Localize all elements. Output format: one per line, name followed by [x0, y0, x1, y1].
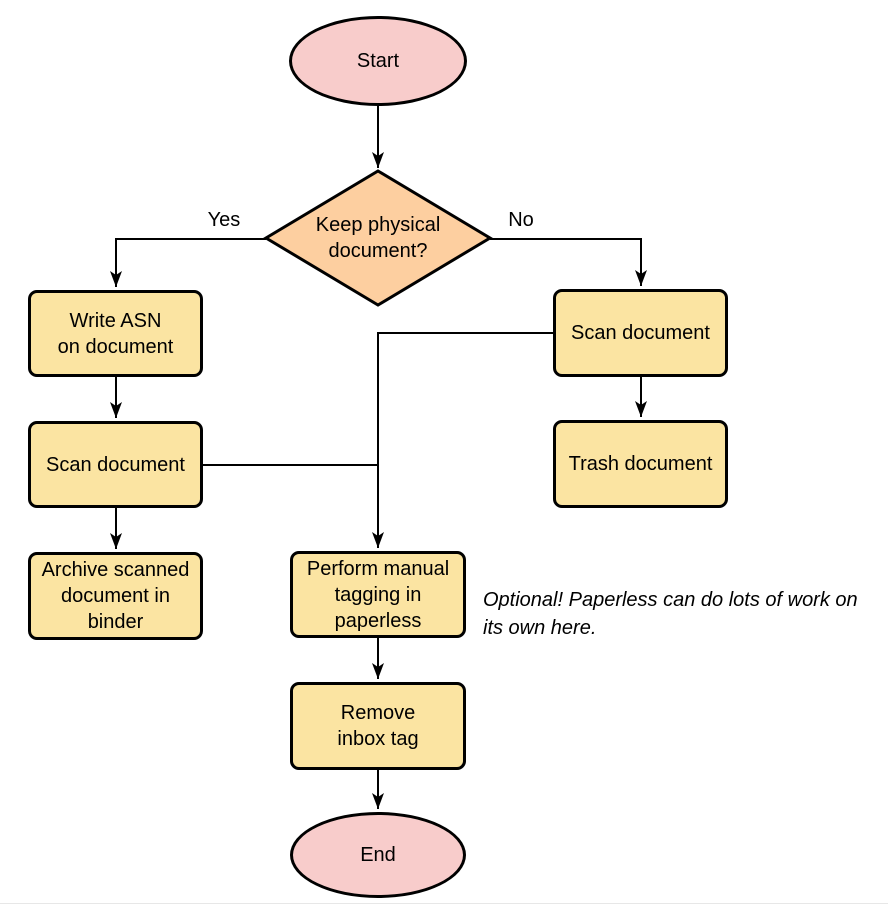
edge-label-yes: Yes [207, 209, 241, 231]
node-trash-document-label: Trash document [568, 453, 713, 475]
node-trash-document: Trash document [553, 420, 728, 508]
node-decision-label: Keep physical document? [315, 214, 441, 262]
node-write-asn-label: Write ASN on document [57, 309, 174, 358]
node-archive-scanned-label: Archive scanned document in binder [41, 559, 190, 633]
node-scan-document-right-label: Scan document [571, 322, 710, 344]
node-manual-tagging: Perform manual tagging in paperless [290, 551, 466, 638]
node-end: End [290, 812, 466, 898]
edge-decision-yes-to-write-asn [110, 238, 266, 287]
page-divider [0, 903, 888, 904]
node-end-label: End [360, 844, 396, 866]
edge-decision-no-to-scan-right [490, 238, 647, 286]
node-scan-document-left-label: Scan document [46, 453, 185, 476]
node-manual-tagging-label: Perform manual tagging in paperless [306, 557, 450, 632]
optional-note: Optional! Paperless can do lots of work … [483, 589, 858, 639]
node-decision: Keep physical document? [278, 186, 478, 290]
node-start-label: Start [356, 50, 400, 72]
node-remove-inbox-tag-label: Remove inbox tag [337, 702, 419, 750]
node-remove-inbox-tag: Remove inbox tag [290, 682, 466, 770]
node-scan-document-left: Scan document [28, 421, 203, 508]
node-start: Start [289, 16, 467, 106]
node-scan-document-right: Scan document [553, 289, 728, 377]
decision-diamond-shape [263, 169, 493, 307]
node-archive-scanned: Archive scanned document in binder [28, 552, 203, 640]
edge-label-no: No [508, 209, 534, 231]
node-write-asn: Write ASN on document [28, 290, 203, 377]
edge-scan-right-to-tagging [372, 332, 553, 548]
